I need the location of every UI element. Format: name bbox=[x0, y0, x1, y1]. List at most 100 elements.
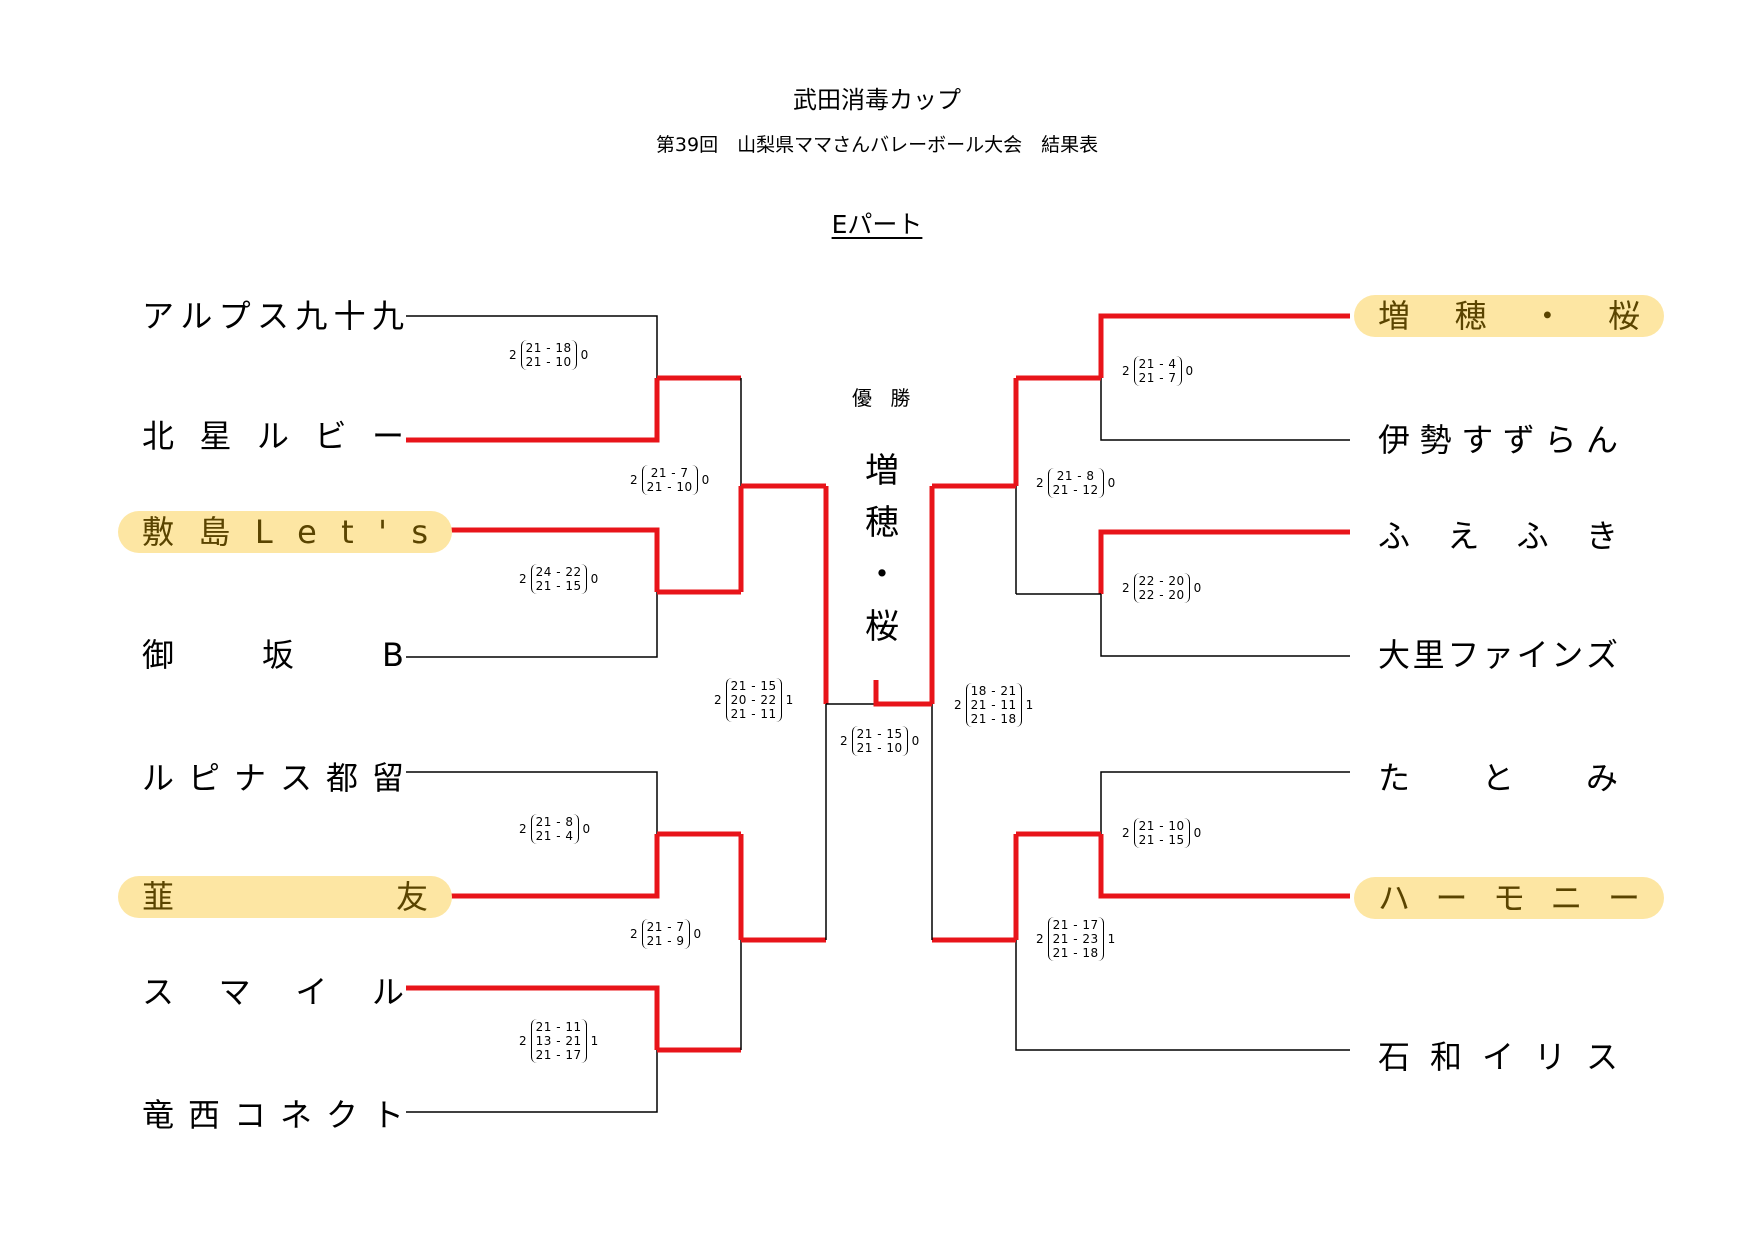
team-name: 伊勢すずらん bbox=[1378, 419, 1618, 461]
team-name-char: す bbox=[1461, 421, 1494, 459]
team-name-char: ピ bbox=[187, 759, 220, 797]
bracket-line bbox=[1100, 378, 1350, 441]
team-name: 韮友 bbox=[118, 876, 452, 918]
champion-char: 穂 bbox=[865, 503, 899, 543]
team-name-char: ア bbox=[142, 297, 175, 335]
set-score: 21 - 15 bbox=[535, 579, 582, 593]
sets-won-left: 2 bbox=[840, 734, 848, 748]
sets-won-left: 2 bbox=[1122, 364, 1130, 378]
team-name-char: e bbox=[297, 513, 317, 551]
team-name-char: 北 bbox=[142, 417, 175, 455]
winner-line bbox=[406, 378, 660, 443]
team-name-char: ル bbox=[371, 973, 404, 1011]
team-name-char: ニ bbox=[1550, 879, 1583, 917]
team-name-char: 桜 bbox=[1607, 297, 1640, 335]
team-name-char: ナ bbox=[233, 759, 266, 797]
sets-won-right: 0 bbox=[1107, 476, 1116, 490]
team-name-char: ス bbox=[256, 297, 289, 335]
team-name-char: ー bbox=[1435, 879, 1468, 917]
winner-line bbox=[1098, 834, 1350, 899]
set-score: 21 - 18 bbox=[970, 712, 1017, 726]
team-name-char: 御 bbox=[142, 636, 175, 674]
bracket-line bbox=[406, 315, 658, 378]
sets-won-right: 0 bbox=[590, 572, 599, 586]
team-name: アルプス九十九 bbox=[118, 295, 404, 337]
tournament-subtitle: 第39回 山梨県ママさんバレーボール大会 結果表 bbox=[655, 134, 1099, 156]
team-name: ふえふき bbox=[1378, 515, 1618, 557]
set-score: 13 - 21 bbox=[535, 1034, 582, 1048]
team-name-char: ・ bbox=[1531, 297, 1564, 335]
champion-char: 増 bbox=[865, 451, 899, 491]
team-name-char: 九 bbox=[295, 297, 328, 335]
winner-line bbox=[406, 527, 660, 592]
team-name-char: 竜 bbox=[142, 1096, 175, 1134]
team-name-char: マ bbox=[218, 973, 251, 1011]
team-name: たとみ bbox=[1378, 757, 1618, 799]
champion-char: ・ bbox=[865, 555, 899, 595]
part-heading: Eパート bbox=[831, 210, 923, 239]
winner-line bbox=[1098, 529, 1350, 594]
set-score: 21 - 8 bbox=[535, 815, 574, 829]
set-score: 20 - 22 bbox=[730, 693, 777, 707]
team-name-char: s bbox=[411, 513, 428, 551]
winner-line bbox=[406, 985, 660, 1050]
team-name-char: ス bbox=[1585, 1038, 1618, 1076]
team-name-char: t bbox=[341, 513, 354, 551]
team-name-char: L bbox=[254, 513, 273, 551]
set-score: 21 - 11 bbox=[535, 1020, 582, 1034]
team-name-char: フ bbox=[1447, 636, 1480, 674]
sets-won-left: 2 bbox=[509, 348, 517, 362]
team-name-char: み bbox=[1585, 759, 1618, 797]
set-score: 21 - 18 bbox=[525, 341, 572, 355]
team-name-char: 十 bbox=[333, 297, 366, 335]
team-name-char: ー bbox=[1607, 879, 1640, 917]
team-name: 石和イリス bbox=[1378, 1036, 1618, 1078]
sets-won-left: 2 bbox=[954, 698, 962, 712]
team-name-char: と bbox=[1481, 759, 1514, 797]
set-score: 21 - 15 bbox=[856, 727, 903, 741]
team-name-char: ず bbox=[1502, 421, 1535, 459]
sets-won-left: 2 bbox=[519, 822, 527, 836]
team-name: スマイル bbox=[118, 971, 404, 1013]
team-name: ルピナス都留 bbox=[118, 757, 404, 799]
team-name-char: ン bbox=[1551, 636, 1584, 674]
set-score: 21 - 8 bbox=[1056, 469, 1095, 483]
bracket-line bbox=[406, 592, 658, 658]
set-score: 21 - 15 bbox=[1138, 833, 1185, 847]
team-name-char: ル bbox=[180, 297, 213, 335]
team-name-char: リ bbox=[1533, 1038, 1566, 1076]
sets-won-right: 1 bbox=[785, 693, 794, 707]
sets-won-left: 2 bbox=[630, 927, 638, 941]
set-score: 18 - 21 bbox=[970, 684, 1017, 698]
set-score: 24 - 22 bbox=[535, 565, 582, 579]
sets-won-right: 0 bbox=[693, 927, 702, 941]
team-name-char: ー bbox=[371, 417, 404, 455]
team-name-char: ル bbox=[142, 759, 175, 797]
set-score: 22 - 20 bbox=[1138, 574, 1185, 588]
team-name-char: 和 bbox=[1429, 1038, 1462, 1076]
team-name-char: ト bbox=[371, 1096, 404, 1134]
set-score: 21 - 11 bbox=[970, 698, 1017, 712]
sets-won-right: 1 bbox=[1107, 932, 1116, 946]
champion-name: 増 穂 ・ 桜 bbox=[852, 445, 912, 653]
bracket-line bbox=[1100, 771, 1350, 834]
team-name-char: ク bbox=[325, 1096, 358, 1134]
team-name: 竜西コネクト bbox=[118, 1094, 404, 1136]
set-score: 21 - 10 bbox=[856, 741, 903, 755]
set-score: 21 - 10 bbox=[1138, 819, 1185, 833]
team-name: 大里ファインズ bbox=[1378, 634, 1618, 676]
